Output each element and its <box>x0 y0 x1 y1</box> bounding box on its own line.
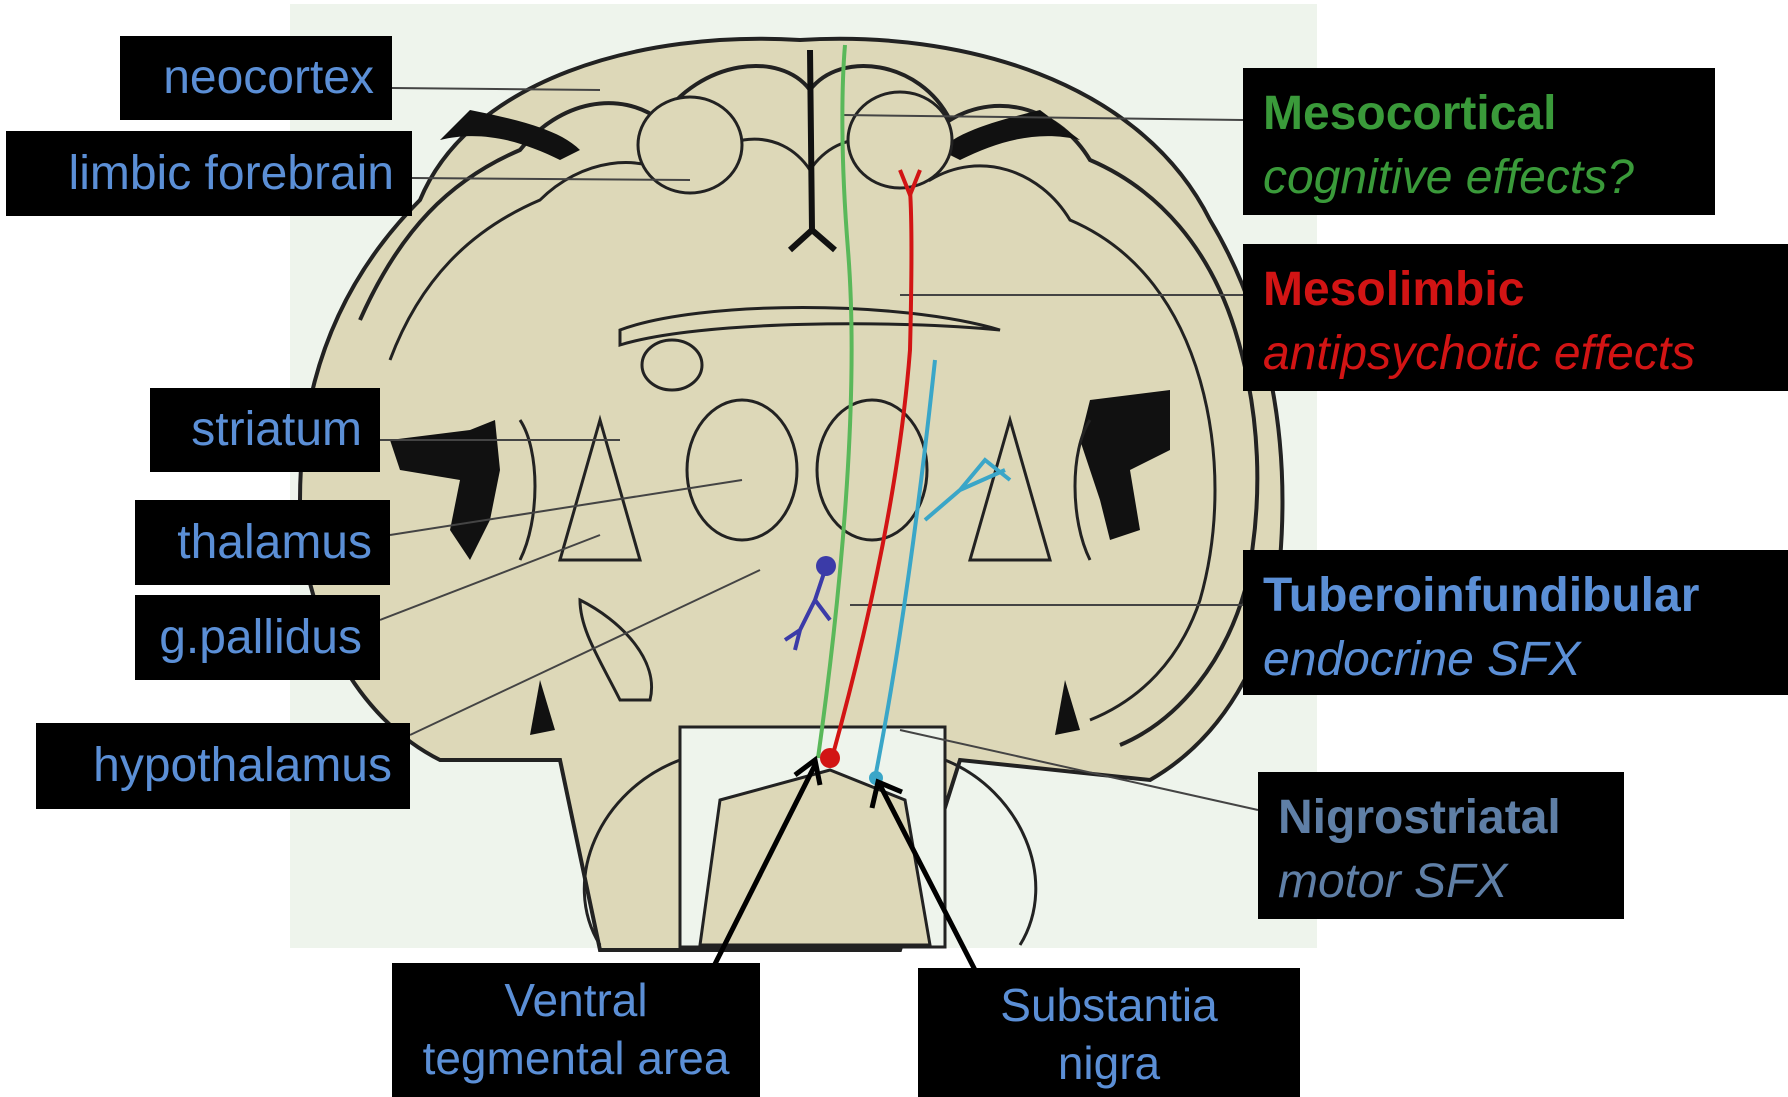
label-tuberoinfundibular: Tuberoinfundibular endocrine SFX <box>1243 550 1788 695</box>
label-limbic-forebrain: limbic forebrain <box>6 131 412 216</box>
mesolimbic-effect: antipsychotic effects <box>1263 322 1768 386</box>
sn-line2: nigra <box>918 1034 1300 1092</box>
tuberoinfundibular-cell-body <box>816 556 836 576</box>
label-neocortex: neocortex <box>120 36 392 120</box>
sn-line1: Substantia <box>918 976 1300 1034</box>
label-ventral-tegmental-area: Ventral tegmental area <box>392 963 760 1097</box>
label-globus-pallidus: g.pallidus <box>135 595 380 680</box>
nigrostriatal-title: Nigrostriatal <box>1278 786 1604 850</box>
thalamus-right <box>817 400 927 540</box>
mesocortical-effect: cognitive effects? <box>1263 146 1695 210</box>
label-nigrostriatal: Nigrostriatal motor SFX <box>1258 772 1624 919</box>
caudate-left <box>642 340 702 390</box>
label-thalamus: thalamus <box>135 500 390 585</box>
label-striatum: striatum <box>150 388 380 472</box>
limbic-structure-left <box>638 97 742 193</box>
vta-line2: tegmental area <box>392 1029 760 1087</box>
label-thalamus-text: thalamus <box>177 519 372 567</box>
label-substantia-nigra: Substantia nigra <box>918 968 1300 1097</box>
mesolimbic-title: Mesolimbic <box>1263 258 1768 322</box>
thalamus-left <box>687 400 797 540</box>
label-globus-pallidus-text: g.pallidus <box>159 614 362 662</box>
label-hypothalamus-text: hypothalamus <box>93 742 392 790</box>
label-neocortex-text: neocortex <box>163 54 374 102</box>
label-mesocortical: Mesocortical cognitive effects? <box>1243 68 1715 215</box>
vta-cell-body <box>820 748 840 768</box>
tuberoinfundibular-title: Tuberoinfundibular <box>1263 564 1768 628</box>
label-mesolimbic: Mesolimbic antipsychotic effects <box>1243 244 1788 391</box>
label-hypothalamus: hypothalamus <box>36 723 410 809</box>
tuberoinfundibular-effect: endocrine SFX <box>1263 628 1768 692</box>
brainstem <box>700 770 930 945</box>
vta-line1: Ventral <box>392 971 760 1029</box>
label-limbic-forebrain-text: limbic forebrain <box>69 150 394 198</box>
mesocortical-title: Mesocortical <box>1263 82 1695 146</box>
nigrostriatal-effect: motor SFX <box>1278 850 1604 914</box>
label-striatum-text: striatum <box>191 406 362 454</box>
